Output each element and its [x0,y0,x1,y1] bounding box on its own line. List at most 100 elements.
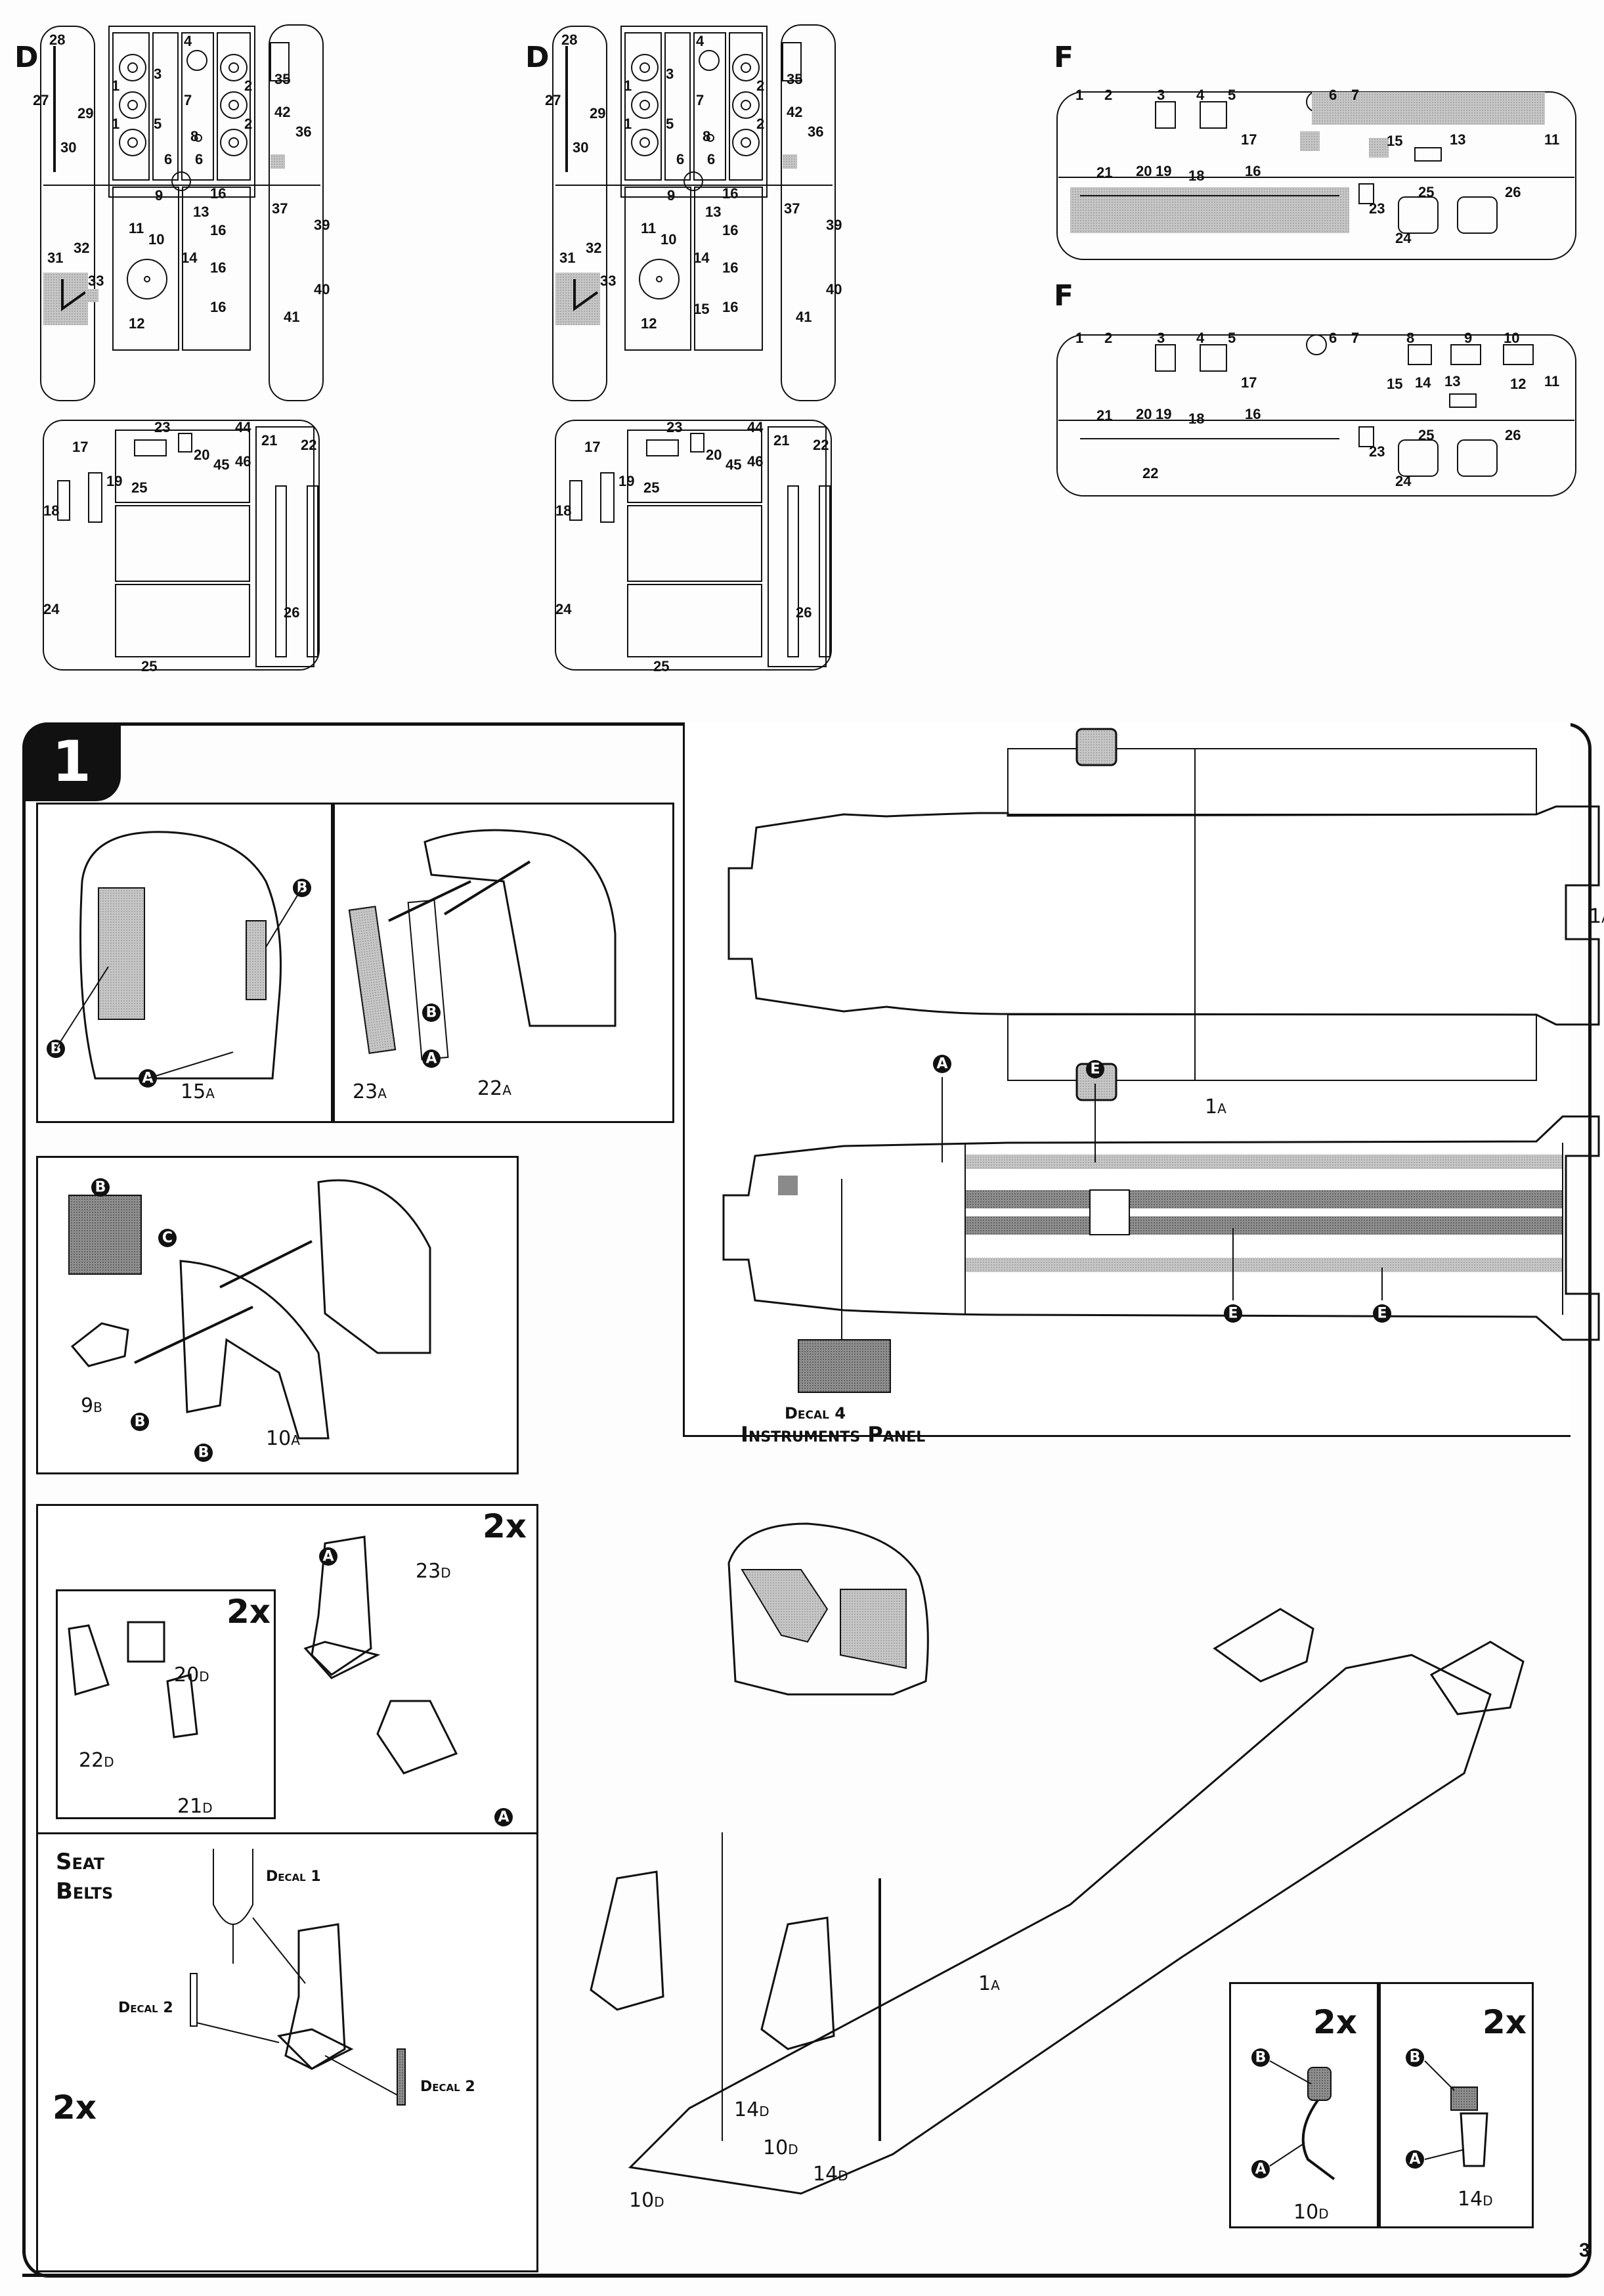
svg-text:30: 30 [60,139,76,156]
svg-text:23: 23 [154,419,170,435]
svg-text:1: 1 [1075,87,1083,103]
step-number-badge: 1 [22,722,121,801]
svg-text:39: 39 [314,217,330,233]
detail-14d-multiplier: 2x [1483,2003,1527,2041]
detail-10d-illustration: B A 10D [1251,2048,1335,2224]
bulkhead-15a-illustration: 15A B B A [47,831,311,1103]
svg-text:B: B [1410,2050,1421,2066]
svg-text:6: 6 [676,151,684,167]
sprue-d2-letter: D [525,41,550,74]
svg-text:40: 40 [314,281,330,298]
sprue-f2-letter: F [1054,279,1074,313]
svg-text:25: 25 [1418,184,1434,200]
seat-belts-illustration [190,1849,406,2106]
svg-text:37: 37 [272,200,288,217]
bulkhead-23a-22a-illustration: B A 23A 22A [348,829,617,1103]
svg-text:7: 7 [1351,87,1359,103]
svg-text:B: B [198,1445,209,1461]
detail-panel-10d [1229,1982,1379,2228]
svg-text:46: 46 [235,453,251,470]
svg-text:11: 11 [1544,373,1559,389]
svg-text:2: 2 [1104,87,1112,103]
svg-text:22: 22 [301,437,316,453]
callout-badge-e1: E [1086,1060,1104,1078]
svg-text:18: 18 [1188,410,1204,427]
part-label-15a: 15A [181,1080,215,1103]
svg-text:12: 12 [1510,376,1526,392]
svg-text:22: 22 [1142,465,1158,481]
svg-text:3: 3 [154,66,162,82]
svg-text:19: 19 [106,473,122,489]
svg-text:19: 19 [618,473,634,489]
sprue-d-left-labels: 28 27 29 30 1 1 3 5 6 4 7 8 6 2 2 35 42 … [33,32,330,674]
svg-text:20: 20 [194,447,209,463]
svg-text:9: 9 [155,187,163,204]
svg-text:A: A [1409,2152,1420,2168]
svg-text:1: 1 [624,77,632,94]
assembly-part-10d-1: 10D [629,2189,664,2212]
svg-text:2: 2 [756,77,764,94]
svg-text:6: 6 [1329,330,1337,346]
seat-belts-title-line2: Belts [56,1878,114,1905]
svg-text:2: 2 [244,77,252,94]
svg-text:6: 6 [164,151,172,167]
floor-top-part-label: 1A [1589,905,1604,928]
svg-text:36: 36 [295,123,311,140]
svg-text:17: 17 [1241,131,1257,148]
svg-text:21: 21 [1096,407,1112,424]
svg-text:11: 11 [641,220,656,236]
svg-text:18: 18 [555,502,571,519]
svg-text:44: 44 [747,419,764,435]
svg-text:40: 40 [826,281,842,298]
panel-bulkhead-15a [36,803,333,1123]
svg-text:18: 18 [43,502,59,519]
svg-text:28: 28 [49,32,65,48]
svg-text:2: 2 [756,116,764,132]
svg-text:29: 29 [77,105,93,121]
svg-text:5: 5 [1228,87,1236,103]
seat-belts-title-line1: Seat [56,1849,104,1875]
svg-text:27: 27 [33,92,49,108]
part-label-21d: 21D [177,1795,213,1818]
callout-badge-a: A [933,1055,951,1073]
assembly-part-14d-2: 14D [813,2163,848,2186]
panel-seat-frame-inner [56,1589,276,1819]
svg-text:21: 21 [261,432,277,449]
part-label-23d: 23D [416,1560,451,1583]
svg-text:26: 26 [284,604,299,621]
svg-text:30: 30 [573,139,588,156]
svg-text:16: 16 [210,185,226,202]
sprue-f-top-labels: 1 2 3 4 5 6 7 17 15 13 11 21 20 19 18 16… [1075,87,1559,246]
svg-text:25: 25 [643,479,659,496]
svg-text:22: 22 [813,437,829,453]
svg-text:20: 20 [1136,163,1152,179]
seat-frame-multiplier: 2x [227,1593,271,1631]
svg-text:B: B [1255,2050,1267,2066]
svg-text:24: 24 [43,601,60,617]
svg-text:45: 45 [213,456,229,473]
svg-text:19: 19 [1156,406,1171,422]
assembly-part-14d-1: 14D [734,2098,769,2121]
svg-text:15: 15 [1387,133,1402,149]
svg-text:7: 7 [184,92,192,108]
svg-text:23: 23 [1369,443,1385,460]
svg-text:5: 5 [1228,330,1236,346]
svg-text:17: 17 [1241,374,1257,391]
sprue-f-bottom-diagram: 1 2 3 4 5 6 7 8 9 10 11 12 13 14 15 16 1… [1056,330,1576,497]
svg-text:16: 16 [722,299,738,315]
svg-text:7: 7 [1351,330,1359,346]
svg-text:C: C [162,1230,173,1247]
seat-assembly-illustration: A A 23D 20D 22D 21D [68,1535,513,1826]
svg-text:45: 45 [726,456,741,473]
sprue-f-bottom-labels: 1 2 3 4 5 6 7 8 9 10 11 12 13 14 15 16 1… [1075,330,1559,489]
instruments-panel-caption: Instruments Panel [741,1422,926,1447]
svg-text:24: 24 [1395,473,1412,489]
bulkhead-9b-10a-illustration: B C B B 9B 10A [68,1178,431,1462]
page-bottom-rule [22,2274,1572,2277]
svg-text:11: 11 [129,220,144,236]
svg-text:36: 36 [808,123,823,140]
part-label-22d: 22D [79,1749,114,1772]
svg-text:2: 2 [244,116,252,132]
svg-text:16: 16 [722,259,738,276]
svg-text:4: 4 [184,33,192,49]
